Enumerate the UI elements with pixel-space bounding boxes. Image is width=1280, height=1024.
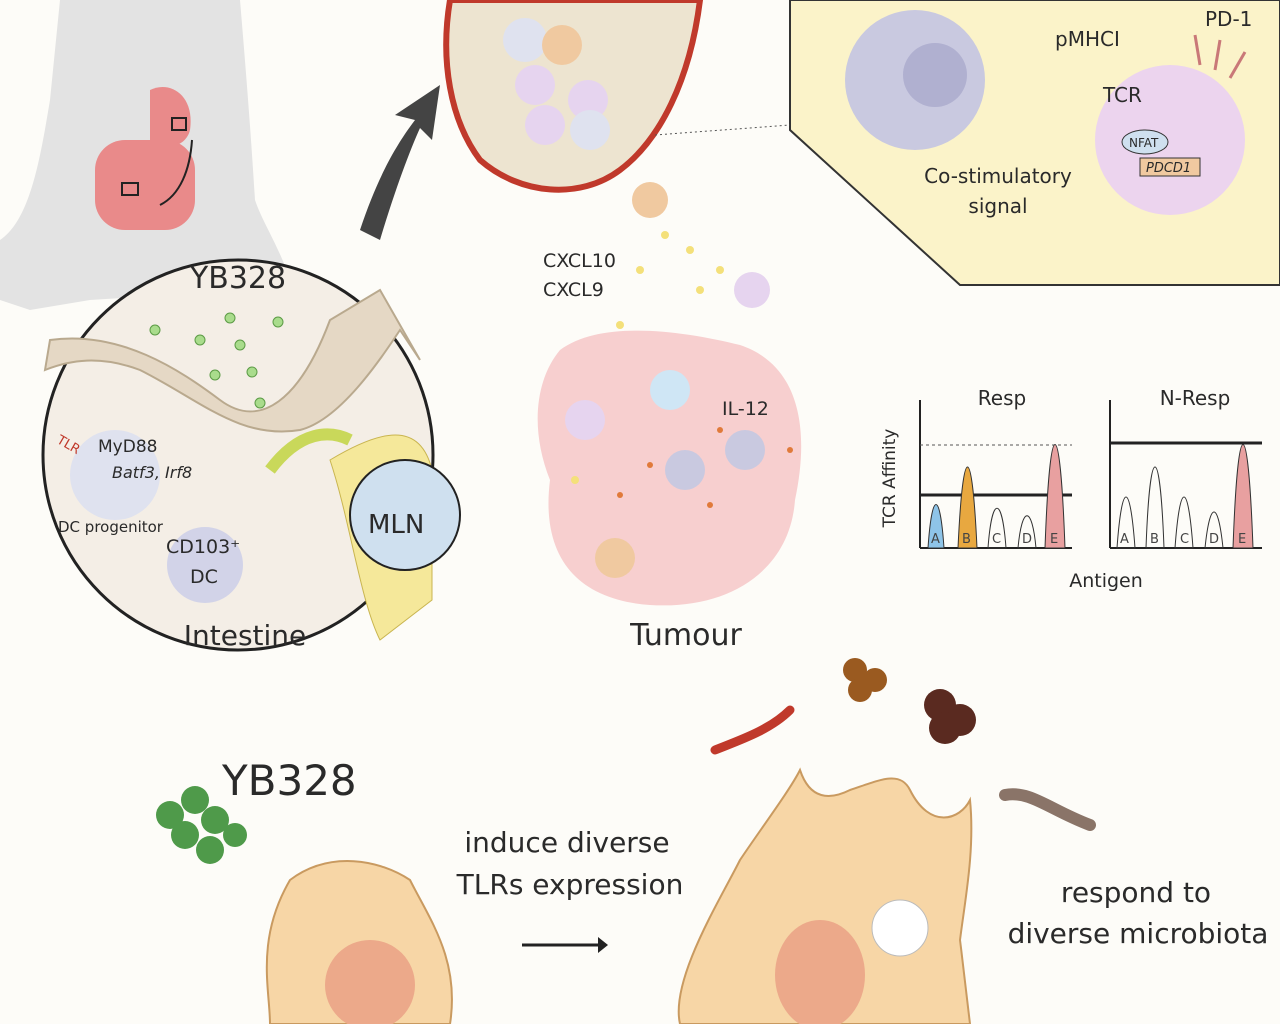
intestine-label: Intestine [184, 619, 307, 652]
antigen-axis-label: Antigen [1069, 570, 1143, 592]
cd103-label: CD103⁺ [166, 536, 240, 558]
resp-antigen-b: B [962, 532, 971, 547]
nresp-antigen-c: C [1180, 532, 1189, 547]
batf3-irf8-label: Batf3, Irf8 [112, 463, 192, 482]
nresp-antigen-e: E [1238, 532, 1246, 547]
intestine-yb328-label: YB328 [189, 261, 286, 296]
resp-title: Resp [978, 386, 1026, 410]
resp-antigen-a: A [931, 532, 940, 547]
dc-progenitor-label: DC progenitor [58, 518, 164, 536]
tcr-label: TCR [1102, 83, 1142, 107]
naive-dc-cell [265, 860, 453, 1024]
gut-illustration [95, 86, 195, 230]
myd88-label: MyD88 [98, 437, 157, 457]
respond-label-2: diverse microbiota [1008, 917, 1269, 950]
pd1-label: PD-1 [1205, 7, 1252, 31]
nresp-chart [1109, 400, 1262, 549]
costim-label-2: signal [968, 194, 1027, 218]
tumour-label: Tumour [629, 618, 742, 653]
mln-label: MLN [368, 510, 424, 540]
resp-antigen-d: D [1022, 532, 1032, 547]
migration-arrow [360, 85, 440, 240]
intestine-zoom-circle [41, 258, 461, 652]
respond-label-1: respond to [1061, 876, 1211, 909]
tcr-affinity-axis-label: TCR Affinity [880, 429, 900, 529]
il12-label: IL-12 [722, 398, 769, 420]
dc-label: DC [190, 566, 218, 588]
nresp-title: N-Resp [1160, 386, 1231, 410]
costim-label-1: Co-stimulatory [924, 164, 1072, 188]
nfat-label: NFAT [1129, 136, 1159, 150]
induce-label-1: induce diverse [464, 826, 669, 859]
zoom-line [654, 124, 791, 136]
activated-dc-cell [677, 658, 1096, 1024]
resp-chart [919, 400, 1072, 549]
resp-antigen-e: E [1050, 532, 1058, 547]
induce-label-2: TLRs expression [456, 868, 684, 901]
nresp-antigen-d: D [1209, 532, 1219, 547]
synapse-cells [845, 10, 1247, 215]
microbe-cluster [156, 786, 247, 864]
cxcl9-label: CXCL9 [543, 279, 604, 301]
pmhci-label: pMHCI [1055, 27, 1120, 51]
pdcd1-label: PDCD1 [1146, 161, 1191, 176]
nresp-antigen-b: B [1150, 532, 1159, 547]
resp-antigen-c: C [992, 532, 1001, 547]
cxcl10-label: CXCL10 [543, 250, 616, 272]
nresp-antigen-a: A [1120, 532, 1129, 547]
tumour [537, 182, 802, 606]
bottom-yb328-label: YB328 [221, 756, 357, 805]
lymph-node [443, 0, 704, 193]
induce-arrowhead [598, 937, 608, 953]
